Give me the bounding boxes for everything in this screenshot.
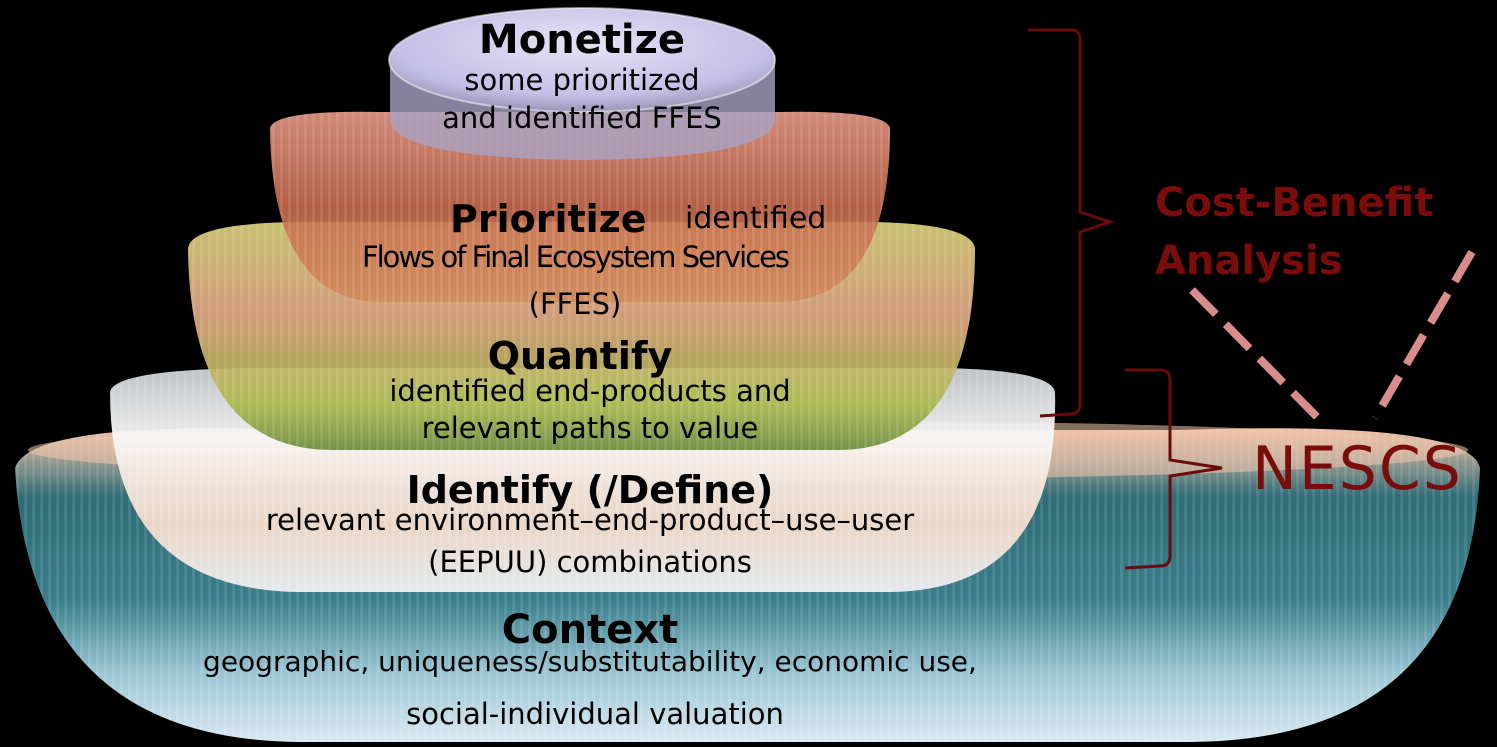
context-line2: social-individual valuation <box>406 697 784 731</box>
cba-label-line2: Analysis <box>1155 238 1343 284</box>
identify-line2: (EEPUU) combinations <box>428 545 752 579</box>
connector-left <box>1189 287 1321 421</box>
identify-title: Identify (/Define) <box>406 468 774 512</box>
prioritize-title: Prioritize <box>450 197 647 241</box>
prioritize-line2: (FFES) <box>528 287 622 321</box>
prioritize-bowl <box>270 111 890 302</box>
nescs-label: NESCS <box>1252 434 1463 504</box>
cba-label-line1: Cost-Benefit <box>1155 180 1434 226</box>
context-title: Context <box>501 607 679 653</box>
monetize-line2: and identified FFES <box>442 101 722 135</box>
quantify-title: Quantify <box>487 334 673 378</box>
monetize-line1: some prioritized <box>464 63 700 97</box>
connector-right <box>1371 249 1476 421</box>
monetize-disc <box>388 7 776 160</box>
quantify-line1: identified end-products and <box>389 374 791 408</box>
context-line1: geographic, uniqueness/substitutability,… <box>203 645 977 678</box>
cba-bracket <box>1028 28 1115 418</box>
prioritize-title-suffix: identified <box>685 201 827 236</box>
nescs-bracket <box>1124 368 1223 570</box>
prioritize-line1: Flows of Final Ecosystem Services <box>361 240 790 274</box>
quantify-line2: relevant paths to value <box>421 411 759 445</box>
identify-line1: relevant environment–end-product–use–use… <box>265 503 915 537</box>
monetize-title: Monetize <box>478 17 686 63</box>
